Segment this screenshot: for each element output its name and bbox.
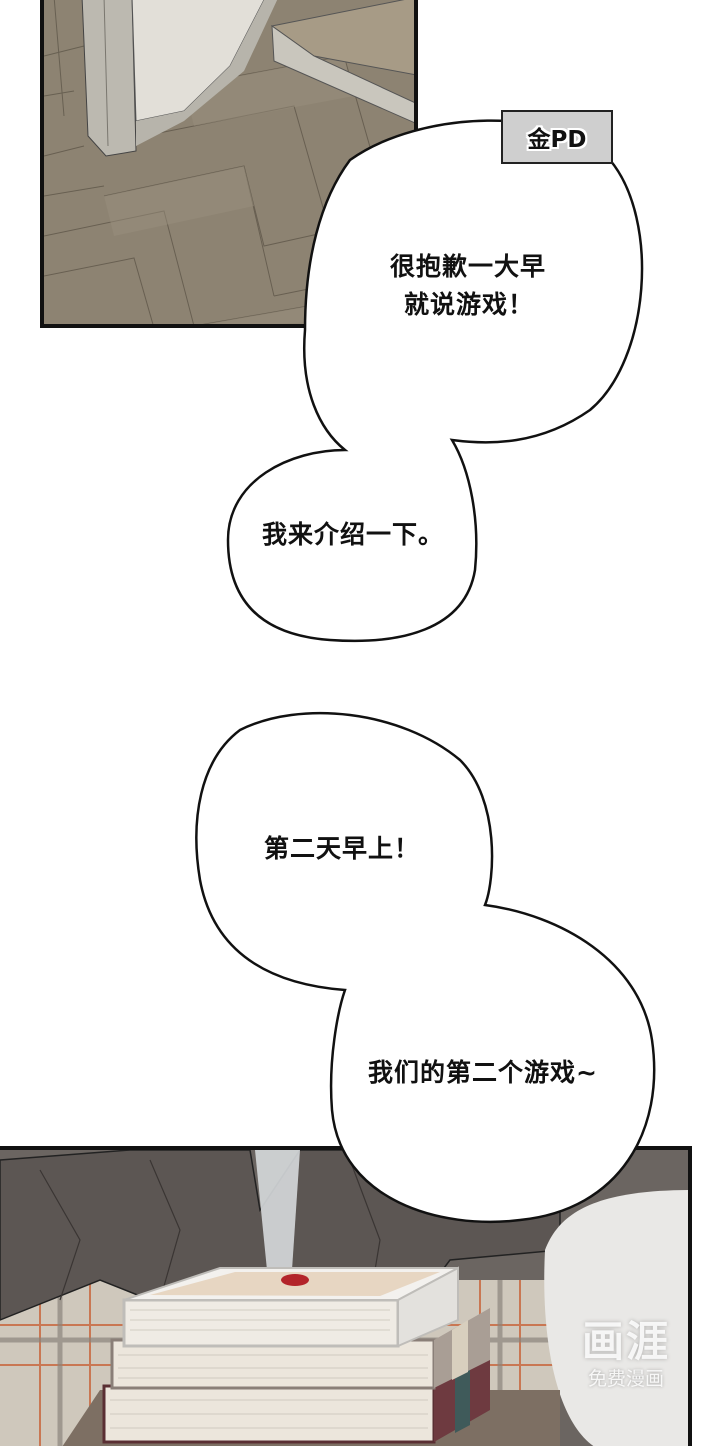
speaker-name-tag: 金PD [501, 110, 613, 164]
watermark-logo: 画涯 免费漫画 [566, 1318, 686, 1392]
speaker-name: 金PD [527, 127, 587, 153]
watermark-main-text: 画涯 [581, 1317, 670, 1366]
bubble-2-text: 我来介绍一下。 [262, 516, 444, 554]
bubble-4-line-1: 我们的第二个游戏~ [368, 1058, 598, 1087]
bubble-4-text: 我们的第二个游戏~ [368, 1054, 598, 1092]
top-panel [40, 0, 418, 328]
bubble-3-text: 第二天早上！ [264, 830, 420, 868]
bubble-1-line-2: 就说游戏！ [404, 290, 535, 319]
bubble-1-text: 很抱歉一大早 就说游戏！ [390, 248, 546, 324]
bubble-2-line-1: 我来介绍一下。 [262, 520, 445, 549]
watermark-sub-text: 免费漫画 [587, 1368, 664, 1390]
speech-bubble-2 [195, 711, 656, 1224]
speech-bubble-1 [226, 119, 644, 643]
floor-illustration [44, 0, 414, 324]
bubble-3-line-1: 第二天早上！ [264, 834, 421, 863]
bubble-1-line-1: 很抱歉一大早 [390, 252, 547, 281]
